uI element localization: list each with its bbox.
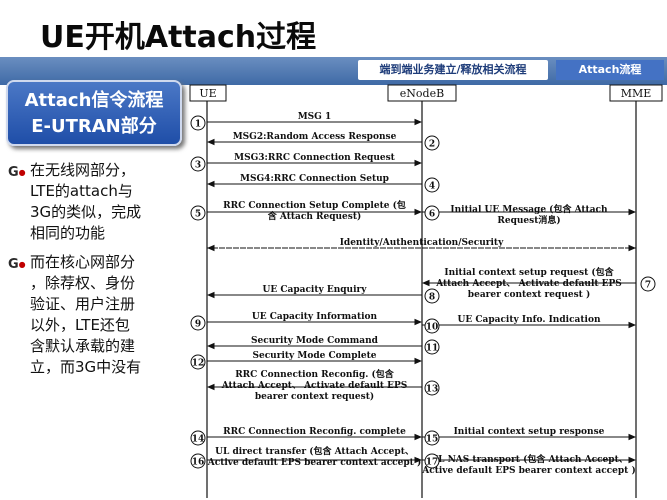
step-number-circle: [190, 115, 206, 131]
message-label: bearer context request): [255, 391, 374, 402]
message-label: Request消息): [497, 214, 560, 226]
message-label: RRC Connection Reconfig. complete: [223, 427, 406, 437]
step-number-circle: [640, 276, 656, 292]
step-number-circle: [424, 288, 440, 304]
message-label: UL NAS transport (包含 Attach Accept、: [430, 453, 627, 465]
step-number-circle: [190, 430, 206, 446]
entity-label-mme: MME: [621, 87, 652, 100]
message-label: MSG4:RRC Connection Setup: [240, 174, 389, 184]
bullet-1-line: 相同的功能: [30, 224, 106, 242]
message-label: UE Capacity Enquiry: [262, 285, 367, 295]
tab-attach-flow[interactable]: Attach流程: [556, 60, 664, 80]
message-label: RRC Connection Setup Complete (包: [223, 199, 406, 211]
message-label: Attach Accept、 Activate default EPS: [435, 279, 622, 289]
step-number: 6: [429, 210, 435, 220]
message-label: MSG3:RRC Connection Request: [234, 153, 396, 163]
message-label: UE Capacity Info. Indication: [457, 315, 600, 325]
message-label: Security Mode Command: [251, 336, 379, 346]
slide-title: UE开机Attach过程: [40, 20, 317, 55]
message-label: Initial context setup request (包含: [444, 266, 614, 278]
step-number-circle: [190, 205, 206, 221]
message-label: Attach Accept、 Activate default EPS: [221, 381, 408, 391]
step-number: 17: [426, 458, 439, 468]
message-label: Initial UE Message (包含 Attach: [450, 203, 608, 215]
step-number-circle: [424, 177, 440, 193]
step-number-circle: [424, 430, 440, 446]
bullet-2-line: 以外，LTE还包: [30, 316, 130, 334]
bullet-1-line: 在无线网部分，: [30, 161, 136, 179]
section-title-line1: Attach信令流程: [24, 90, 164, 111]
message-label: UL direct transfer (包含 Attach Accept、: [215, 445, 414, 457]
message-label: 含 Attach Request): [267, 210, 362, 222]
step-number-circle: [424, 453, 440, 469]
step-number-circle: [190, 156, 206, 172]
message-label: Initial context setup response: [454, 427, 605, 437]
message-label: MSG 1: [298, 112, 332, 122]
step-number: 4: [429, 182, 435, 192]
bullet-icon: G●: [8, 257, 26, 272]
entity-box-ue: [189, 84, 227, 102]
step-number-circle: [424, 135, 440, 151]
bullet-2: G● 而在核心网部分 ，除荐权、身份 验证、用户注册 以外，LTE还包 含默认承…: [8, 252, 180, 378]
step-number-circle: [424, 318, 440, 334]
step-number: 8: [429, 293, 435, 303]
step-number: 1: [195, 120, 201, 130]
step-number-circle: [424, 205, 440, 221]
bullet-icon: G●: [8, 165, 26, 180]
bullet-2-line: ，除荐权、身份: [30, 274, 136, 292]
section-title-box: Attach信令流程 E-UTRAN部分: [6, 80, 182, 146]
bullet-2-line: 验证、用户注册: [30, 295, 136, 313]
bullet-2-line: 含默认承载的建: [30, 337, 136, 355]
message-label: bearer context request ): [468, 289, 590, 300]
message-label: Active default EPS bearer context accept…: [207, 457, 421, 468]
step-number: 10: [426, 323, 439, 333]
bullet-1: G● 在无线网部分， LTE的attach与 3G的类似，完成 相同的功能: [8, 160, 180, 244]
tab-e2e-flow[interactable]: 端到端业务建立/释放相关流程: [358, 60, 548, 80]
entity-label-ue: UE: [199, 87, 216, 100]
message-label: Active default EPS bearer context accept…: [421, 465, 635, 476]
step-number: 15: [426, 435, 439, 445]
step-number: 3: [195, 161, 201, 171]
step-number-circle: [190, 354, 206, 370]
message-label: RRC Connection Reconfig. (包含: [235, 368, 395, 380]
step-number: 9: [195, 320, 201, 330]
message-label: MSG2:Random Access Response: [233, 132, 397, 142]
bullet-1-line: LTE的attach与: [30, 182, 133, 200]
message-label: Identity/Authentication/Security: [340, 238, 504, 248]
step-number-circle: [190, 453, 206, 469]
step-number: 7: [645, 281, 651, 291]
step-number: 16: [192, 458, 205, 468]
section-title-line2: E-UTRAN部分: [31, 116, 157, 137]
message-label: Security Mode Complete: [252, 351, 376, 361]
step-number-circle: [424, 339, 440, 355]
bullet-2-line: 而在核心网部分: [30, 253, 136, 271]
bullet-2-line: 立，而3G中没有: [30, 358, 142, 376]
step-number-circle: [424, 380, 440, 396]
step-number-circle: [190, 315, 206, 331]
step-number: 11: [426, 344, 439, 354]
step-number: 12: [192, 359, 205, 369]
step-number: 14: [192, 435, 205, 445]
step-number: 5: [195, 210, 201, 220]
entity-label-enodeb: eNodeB: [400, 87, 444, 100]
step-number: 13: [426, 385, 439, 395]
message-label: UE Capacity Information: [252, 312, 378, 322]
step-number: 2: [429, 140, 435, 150]
bullet-1-line: 3G的类似，完成: [30, 203, 142, 221]
